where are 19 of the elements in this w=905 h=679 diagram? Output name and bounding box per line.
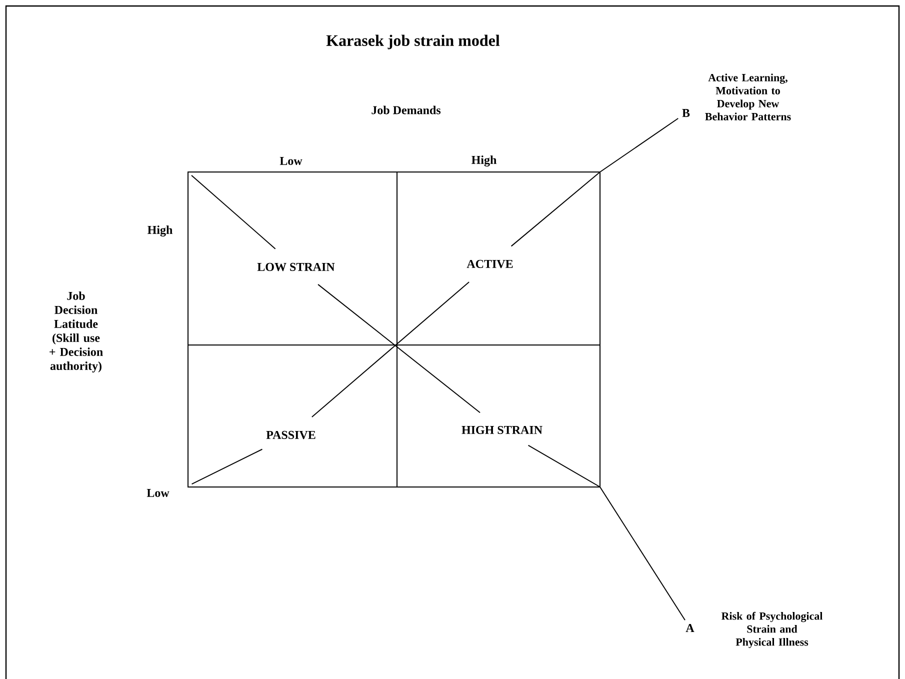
axis-level: Low bbox=[280, 157, 302, 165]
quadrant-label: ACTIVE bbox=[466, 260, 513, 268]
chart-title: Karasek job strain model bbox=[326, 34, 500, 50]
point-letter: A bbox=[686, 624, 694, 632]
axis-level: High bbox=[148, 226, 172, 236]
connector-line bbox=[528, 444, 686, 621]
point-letter: B bbox=[682, 109, 690, 117]
connector-line bbox=[191, 448, 263, 485]
axis-title: Job Demands bbox=[372, 106, 441, 114]
axis-title: Job Decision Latitude (Skill use + Decision authority) bbox=[50, 292, 103, 372]
axis-level: High bbox=[472, 156, 496, 166]
connector-line bbox=[191, 174, 276, 250]
connector-line bbox=[510, 118, 679, 247]
quadrant-label: HIGH STRAIN bbox=[462, 426, 542, 434]
quadrant-label: LOW STRAIN bbox=[257, 262, 335, 272]
axis-level: Low bbox=[146, 489, 170, 497]
outcome-note: Active Learning, Motivation to Develop New Behavior Patterns bbox=[705, 74, 791, 120]
outcome-note: Risk of Psychological Strain and Physical Illness bbox=[721, 612, 823, 648]
quadrant-label: PASSIVE bbox=[266, 430, 316, 440]
